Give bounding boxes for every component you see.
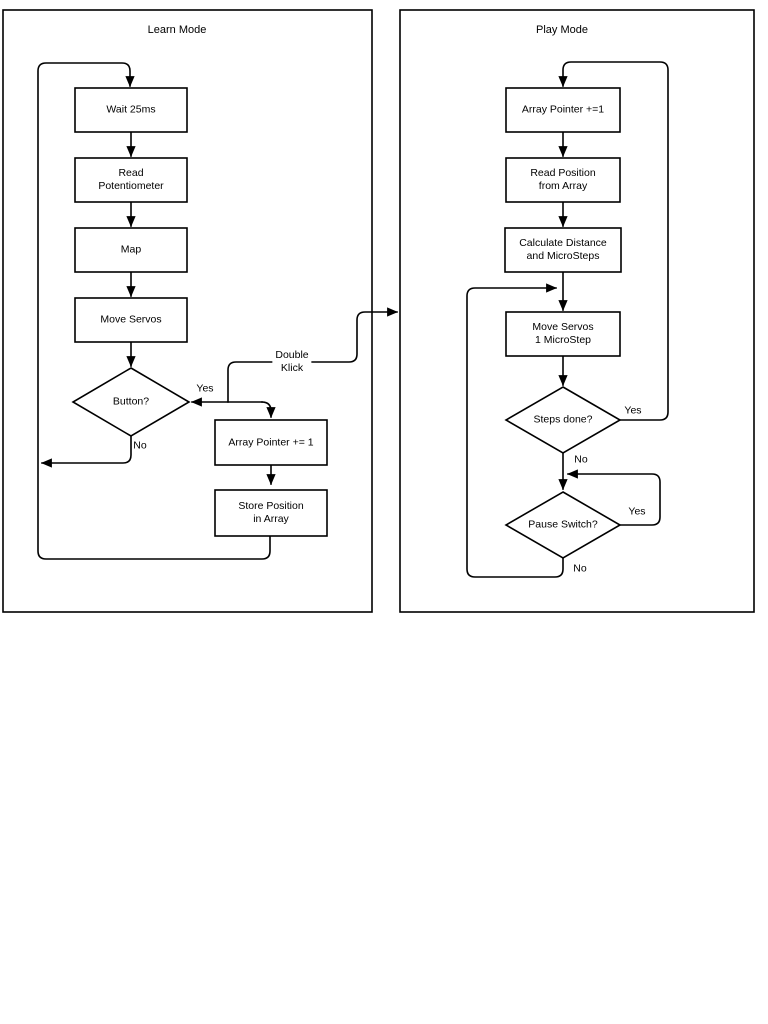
- play-move-servos-label: Move Servos 1 MicroStep: [532, 320, 594, 346]
- learn-move-servos-label: Move Servos: [100, 313, 162, 326]
- learn-map-box: [74, 227, 188, 273]
- learn-button-no-connector: [40, 435, 132, 468]
- double-klick-to-play-connector: [227, 307, 399, 403]
- learn-read-potentiometer-box: [74, 157, 188, 203]
- play-steps-no-edge-label: No: [574, 453, 588, 466]
- play-read-position-label: Read Position from Array: [530, 166, 596, 192]
- play-steps-done-label: Steps done?: [533, 413, 593, 426]
- learn-array-pointer-label: Array Pointer += 1: [228, 436, 314, 449]
- play-calculate-distance-label: Calculate Distance and MicroSteps: [519, 236, 607, 262]
- learn-store-position-box: [214, 489, 328, 537]
- play-array-pointer-label: Array Pointer +=1: [521, 103, 605, 116]
- learn-loop-back-connector: [37, 62, 271, 560]
- learn-map-label: Map: [120, 243, 142, 256]
- play-calculate-distance-box: [504, 227, 622, 273]
- play-mode-panel: [399, 9, 755, 613]
- learn-button-decision-diamond: [71, 367, 191, 437]
- play-pause-switch-diamond: [504, 491, 622, 559]
- learn-mode-panel: [2, 9, 373, 613]
- play-pause-no-edge-label: No: [573, 562, 587, 575]
- learn-read-potentiometer-label: Read Potentiometer: [98, 166, 164, 192]
- play-steps-yes-loop-connector: [558, 61, 669, 421]
- learn-array-pointer-box: [214, 419, 328, 466]
- play-array-pointer-box: [505, 87, 621, 133]
- double-klick-edge-label: Double Klick: [272, 348, 312, 376]
- learn-yes-edge-label: Yes: [196, 382, 214, 395]
- learn-wait-label: Wait 25ms: [106, 103, 156, 116]
- play-pause-yes-edge-label: Yes: [628, 505, 646, 518]
- play-pause-switch-label: Pause Switch?: [528, 518, 598, 531]
- learn-wait-box: [74, 87, 188, 133]
- learn-no-edge-label: No: [133, 439, 147, 452]
- play-read-position-box: [505, 157, 621, 203]
- learn-store-position-label: Store Position in Array: [238, 499, 304, 525]
- play-move-servos-box: [505, 311, 621, 357]
- play-pause-yes-loop-connector: [566, 469, 661, 526]
- play-mode-title: Play Mode: [536, 24, 588, 37]
- learn-yes-to-arraypointer-connector: [261, 401, 276, 419]
- play-steps-done-diamond: [504, 386, 622, 454]
- learn-move-servos-box: [74, 297, 188, 343]
- learn-button-decision-label: Button?: [112, 395, 150, 408]
- play-steps-yes-edge-label: Yes: [624, 404, 642, 417]
- learn-mode-title: Learn Mode: [147, 24, 207, 37]
- play-pause-no-loop-connector: [466, 283, 564, 578]
